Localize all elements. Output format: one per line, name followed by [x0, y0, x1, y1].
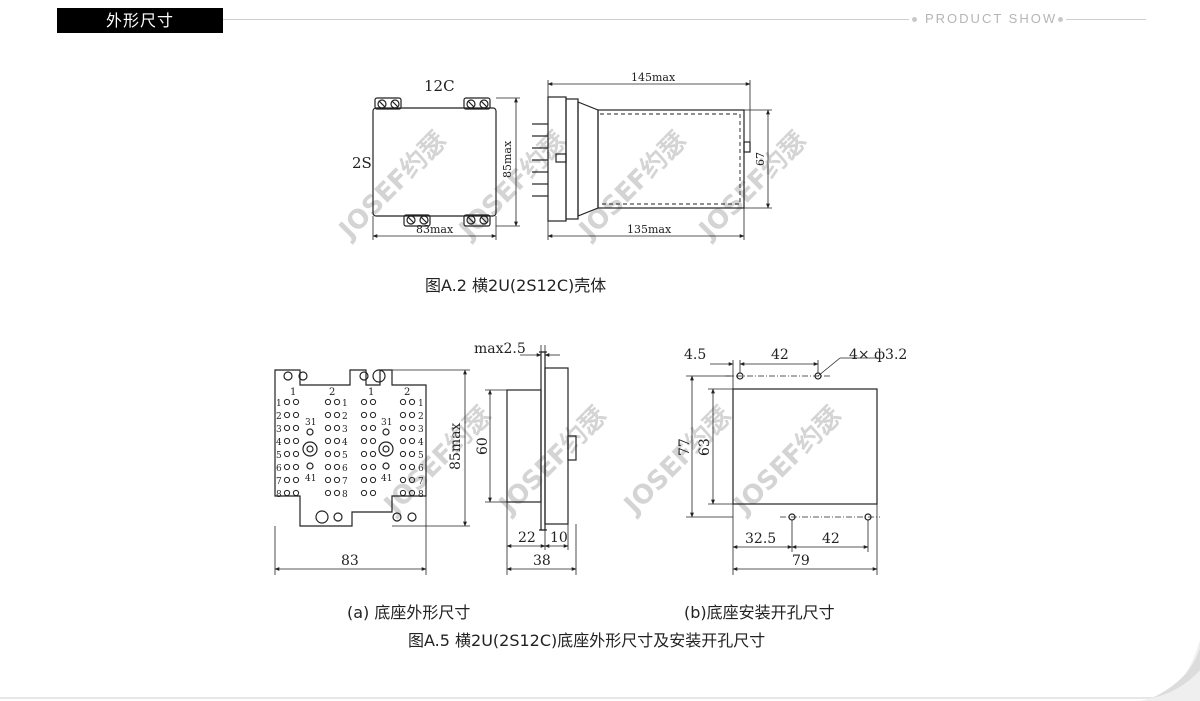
watermark: JOSEF约瑟	[492, 400, 613, 521]
watermark: JOSEF约瑟	[617, 400, 738, 521]
pin-row-label: 7	[342, 477, 348, 487]
pin-row-label: 5	[276, 451, 282, 461]
fig-a2-side-view	[532, 80, 772, 240]
pin-row-label: 7	[418, 477, 424, 487]
fig-a5-pin-grid	[283, 398, 416, 497]
pin-label-31: 31	[381, 418, 392, 428]
pin-label-31: 31	[305, 418, 316, 428]
pin-row-label: 2	[418, 412, 424, 422]
fig-a5-dim-10: 10	[550, 530, 568, 546]
fig-a5-dim-63: 63	[697, 438, 713, 456]
fig-a5-dim-max25: max2.5	[474, 341, 526, 357]
fig-a5-base-side	[485, 345, 577, 575]
fig-a5-dim-77: 77	[677, 438, 693, 456]
pin-row-label: 6	[276, 464, 282, 474]
fig-a5-dim-42-top: 42	[771, 347, 789, 363]
pin-row-label: 5	[418, 451, 424, 461]
fig-a5-sub-b-caption: (b)底座安装开孔尺寸	[684, 603, 835, 622]
watermark: JOSEF约瑟	[727, 400, 848, 521]
header-rule-left	[223, 19, 909, 20]
fig-a2-label-12c: 12C	[424, 77, 455, 95]
watermark: JOSEF约瑟	[377, 400, 498, 521]
fig-a2-dim-depth-top: 145max	[631, 71, 676, 84]
pin-row-label: 2	[342, 412, 348, 422]
fig-a5-mount-cutout	[686, 357, 880, 575]
pin-label-41: 41	[381, 474, 392, 484]
fig-a5-dim-hole: 4× ф3.2	[849, 347, 907, 363]
fig-a2-front-view	[372, 97, 520, 240]
fig-a2-dim-width: 83max	[416, 223, 454, 236]
pin-row-label: 6	[418, 464, 424, 474]
pin-col-label: 1	[368, 387, 374, 398]
fig-a5-dim-60: 60	[475, 437, 491, 455]
pin-row-label: 3	[418, 425, 424, 435]
pin-row-label: 3	[276, 425, 282, 435]
fig-a5-dim-45: 4.5	[684, 347, 706, 363]
pin-row-label: 4	[276, 438, 282, 448]
pin-row-label: 8	[276, 490, 282, 500]
bottom-rule	[0, 697, 1200, 699]
pin-row-label: 2	[276, 412, 282, 422]
pin-row-label: 5	[342, 451, 348, 461]
fig-a5-dim-38: 38	[533, 553, 551, 569]
pin-row-label: 1	[276, 399, 282, 409]
section-header: 外形尺寸 PRODUCT SHOW	[0, 0, 1200, 40]
pin-col-label: 2	[329, 387, 335, 398]
fig-a5-sub-a-caption: (a) 底座外形尺寸	[347, 603, 471, 622]
pin-row-label: 7	[276, 477, 282, 487]
page-curl-icon	[1140, 640, 1200, 701]
pin-row-label: 3	[342, 425, 348, 435]
watermark: JOSEF约瑟	[692, 125, 813, 246]
header-rule-right	[1066, 19, 1146, 20]
section-title: 外形尺寸	[57, 8, 223, 33]
pin-row-label: 6	[342, 464, 348, 474]
fig-a5-caption: 图A.5 横2U(2S12C)底座外形尺寸及安装开孔尺寸	[408, 631, 766, 650]
fig-a5-dim-22: 22	[518, 530, 536, 546]
header-dot-left	[912, 17, 917, 22]
fig-a2-label-2s: 2S	[352, 154, 372, 172]
pin-row-label: 8	[342, 490, 348, 500]
pin-col-label: 2	[404, 387, 410, 398]
fig-a5-dim-83: 83	[341, 553, 359, 569]
pin-row-label: 1	[342, 399, 348, 409]
fig-a5-dim-325: 32.5	[745, 531, 776, 547]
fig-a5-base-front	[274, 369, 470, 575]
pin-row-label: 1	[418, 399, 424, 409]
pin-label-41: 41	[305, 474, 316, 484]
header-dot-right	[1058, 17, 1063, 22]
pin-row-label: 4	[418, 438, 424, 448]
fig-a5-dim-79: 79	[792, 553, 810, 569]
fig-a2-caption: 图A.2 横2U(2S12C)壳体	[425, 276, 607, 295]
fig-a5-pin-row-labels: 1 2 3 4 5 6 7 8 1 2 3 4 5 6 7 8 1 2 3 4 …	[276, 387, 424, 500]
pin-row-label: 4	[342, 438, 348, 448]
fig-a5-dim-85max: 85max	[448, 423, 464, 470]
fig-a2-dim-height: 85max	[501, 140, 514, 178]
pin-col-label: 1	[290, 387, 296, 398]
fig-a2-dim-depth-bottom: 135max	[627, 223, 672, 236]
product-show-label: PRODUCT SHOW	[925, 11, 1058, 26]
pin-row-label: 8	[418, 490, 424, 500]
watermarks: JOSEF约瑟 JOSEF约瑟 JOSEF约瑟 JOSEF约瑟 JOSEF约瑟 …	[332, 125, 848, 521]
fig-a2-dim-67: 67	[754, 152, 767, 166]
fig-a5-dim-42-bottom: 42	[822, 531, 840, 547]
